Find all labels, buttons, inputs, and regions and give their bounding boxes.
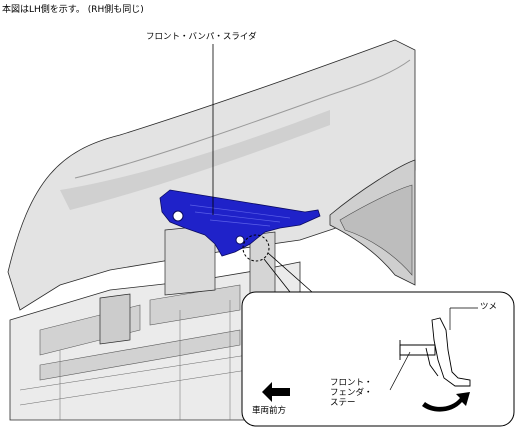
slider-label: フロント・バンパ・スライダ: [146, 32, 257, 42]
hood-edge: [74, 59, 411, 179]
dashed-circle-icon: [242, 234, 270, 262]
left-arrow-icon: [262, 382, 290, 402]
claw-label: ツメ: [480, 302, 498, 312]
fender-stay-detail: [399, 344, 436, 356]
callout-connector-1: [263, 258, 291, 293]
stay-label: フロント・ フェンダ・ ステー: [330, 378, 373, 408]
direction-label: 車両前方: [252, 406, 287, 416]
slider-bolt-right: [235, 235, 245, 245]
stay-leader-line: [389, 351, 411, 391]
curved-arrow-icon: [422, 392, 470, 412]
hood-shadow: [60, 110, 330, 210]
support-bracket-left: [99, 293, 131, 345]
bumper-slider-ribs: [189, 204, 291, 227]
detail-callout-box: [241, 291, 515, 427]
slider-claw-detail: [431, 317, 471, 387]
wheel-arch-inner: [339, 184, 413, 276]
diagram-note: 本図はLH側を示す。 (RH側も同じ): [2, 5, 144, 15]
slider-bolt-left: [172, 210, 184, 222]
callout-connector-2: [267, 252, 313, 293]
structure-lines: [19, 300, 281, 420]
